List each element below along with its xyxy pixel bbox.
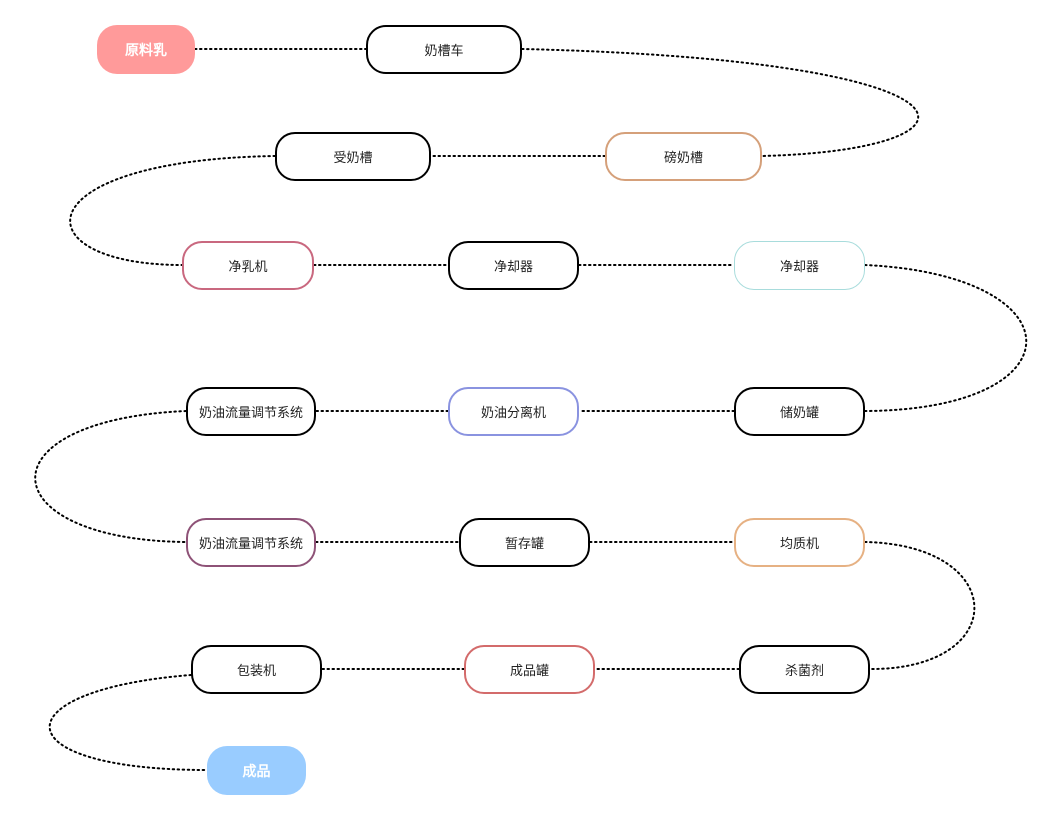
node-cooler-1[interactable]: 净却器 <box>448 241 579 290</box>
node-weighing-tank[interactable]: 磅奶槽 <box>605 132 762 181</box>
node-cream-separator[interactable]: 奶油分离机 <box>448 387 579 436</box>
node-cream-flow-control-1[interactable]: 奶油流量调节系统 <box>186 387 316 436</box>
node-cooler-2[interactable]: 净却器 <box>734 241 865 290</box>
connector-9-12 <box>34 410 187 543</box>
connector-6-7 <box>864 264 1028 412</box>
node-sterilizer[interactable]: 杀菌剂 <box>739 645 870 694</box>
node-milk-tanker[interactable]: 奶槽车 <box>366 25 522 74</box>
connector-10-13 <box>864 541 976 671</box>
node-product-tank[interactable]: 成品罐 <box>464 645 595 694</box>
node-buffer-tank[interactable]: 暂存罐 <box>459 518 590 567</box>
connector-3-4 <box>69 155 276 266</box>
node-raw-milk[interactable]: 原料乳 <box>97 25 195 74</box>
node-packaging-machine[interactable]: 包装机 <box>191 645 322 694</box>
connector-15-16 <box>48 674 208 771</box>
node-homogenizer[interactable]: 均质机 <box>734 518 865 567</box>
node-finished-product[interactable]: 成品 <box>207 746 306 795</box>
node-storage-tank[interactable]: 储奶罐 <box>734 387 865 436</box>
connector-1-2 <box>521 48 920 157</box>
node-receiving-tank[interactable]: 受奶槽 <box>275 132 431 181</box>
node-cream-flow-control-2[interactable]: 奶油流量调节系统 <box>186 518 316 567</box>
node-milk-clarifier[interactable]: 净乳机 <box>182 241 314 290</box>
